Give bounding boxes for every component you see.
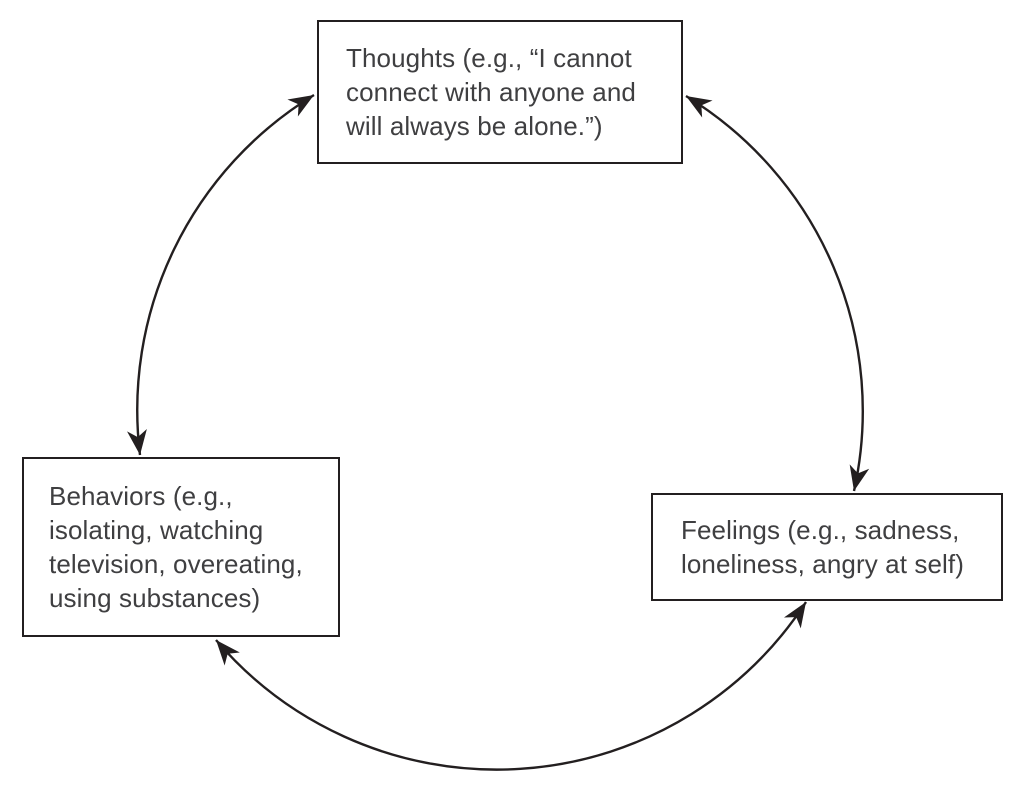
node-thoughts: Thoughts (e.g., “I cannot connect with a… xyxy=(317,20,683,164)
node-behaviors: Behaviors (e.g., isolating, watching tel… xyxy=(22,457,340,637)
edge-feelings-thoughts xyxy=(685,94,870,492)
node-feelings-label: Feelings (e.g., sadness, loneliness, ang… xyxy=(681,515,964,579)
edge-behaviors-feelings xyxy=(215,601,808,771)
edge-behaviors-thoughts xyxy=(127,93,315,456)
node-thoughts-label: Thoughts (e.g., “I cannot connect with a… xyxy=(346,43,636,141)
node-feelings: Feelings (e.g., sadness, loneliness, ang… xyxy=(651,493,1003,601)
node-behaviors-label: Behaviors (e.g., isolating, watching tel… xyxy=(49,481,303,613)
